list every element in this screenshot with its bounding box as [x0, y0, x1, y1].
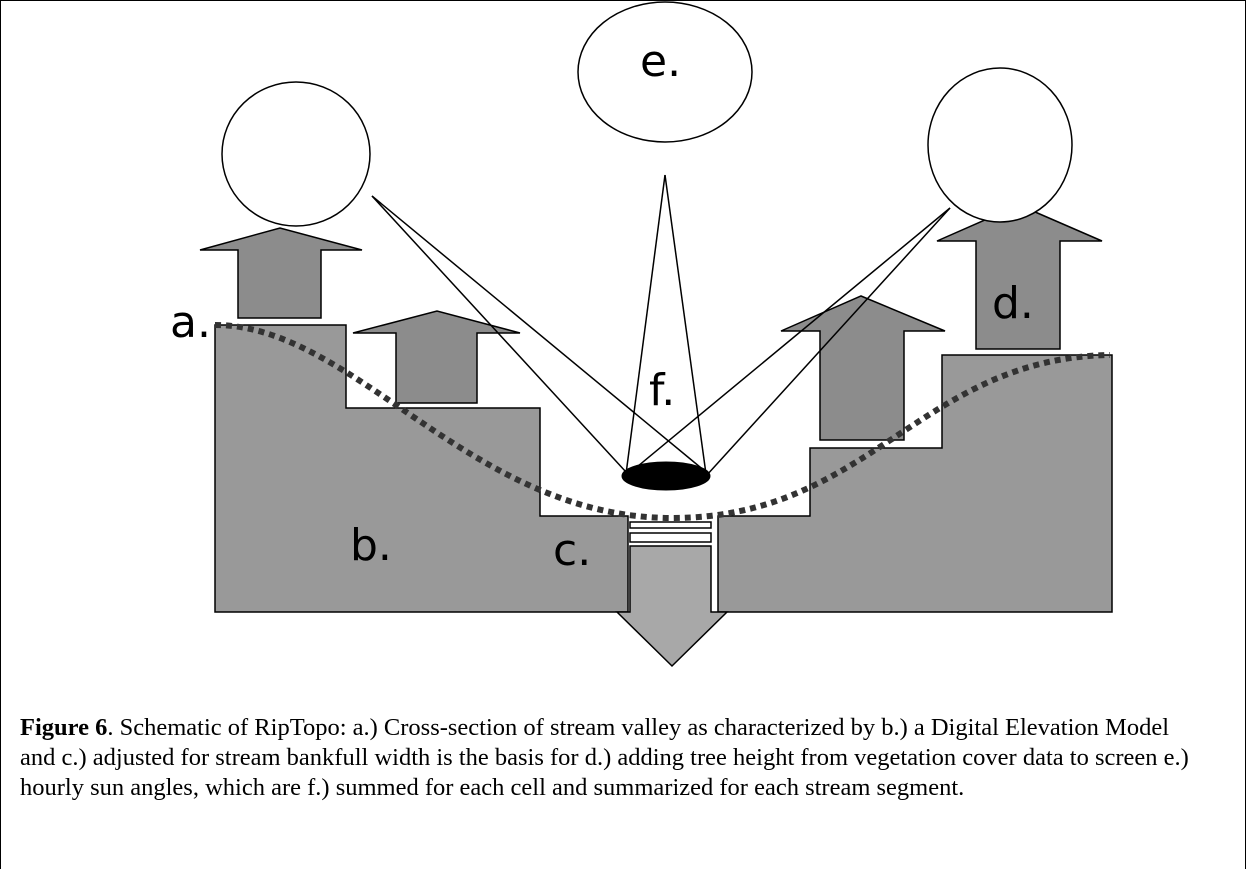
sun-circle-left [221, 81, 371, 227]
tree-height-arrow-left-tall [199, 227, 363, 319]
figure-label: Figure 6 [20, 714, 108, 741]
label-e: e. [640, 36, 681, 87]
sun-angle-rays [371, 174, 951, 477]
label-c: c. [553, 525, 591, 576]
bankfull-plate-bottom [629, 532, 712, 543]
terrain-dem [214, 324, 1113, 613]
tree-height-arrow-left-short [352, 310, 521, 404]
label-d: d. [992, 278, 1034, 329]
tree-height-arrow-right-tall [936, 204, 1103, 350]
sun-circle-right [927, 67, 1073, 223]
caption-text: . Schematic of RipTopo: a.) Cross-sectio… [20, 714, 1189, 801]
label-b: b. [350, 520, 392, 571]
bankfull-plate-top [629, 521, 712, 529]
bankfull-down-arrow [615, 545, 729, 668]
tree-height-arrow-right-short [780, 295, 946, 441]
riptopo-schematic: a. b. c. d. e. f. [170, 1, 1113, 668]
figure-caption: Figure 6. Schematic of RipTopo: a.) Cros… [20, 713, 1210, 803]
stream-cell [621, 461, 711, 491]
label-f: f. [649, 365, 675, 416]
sun-circle-center [577, 1, 753, 143]
label-a: a. [170, 297, 211, 348]
